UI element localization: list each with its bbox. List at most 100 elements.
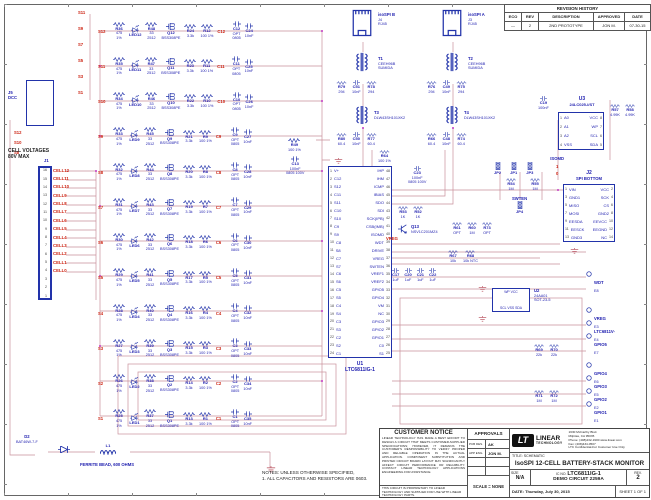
value: OPT bbox=[231, 419, 240, 424]
value: 475 bbox=[115, 384, 123, 388]
pin-number: 8 bbox=[611, 211, 613, 215]
opt-capacitor: C6 OPT 0805 bbox=[231, 233, 239, 253]
title-block-right: LT LINEAR TECHNOLOGY 1630 McCarthy Blvd.… bbox=[510, 429, 649, 497]
s-net-label: S1 bbox=[98, 416, 104, 422]
filter-capacitor: C26 10nF bbox=[245, 94, 254, 109]
package: 2512 bbox=[147, 106, 156, 111]
pin-number: 37 bbox=[386, 256, 390, 261]
u1-pin-row: 19 S4 bbox=[329, 310, 360, 318]
part: BSS308PE bbox=[160, 353, 179, 358]
company-line2: TECHNOLOGY bbox=[536, 441, 563, 446]
refdes: R9 bbox=[202, 133, 208, 139]
c-net-label: C11 bbox=[217, 63, 225, 69]
pin-name: C7 bbox=[336, 255, 342, 261]
pin-number: 35 bbox=[386, 271, 390, 276]
tolerance: 1% bbox=[116, 353, 122, 358]
value: 10nF bbox=[243, 210, 252, 215]
u1-pin-row: 4 C11 bbox=[329, 191, 360, 199]
led: LED8 bbox=[129, 166, 140, 179]
revision-header-cell: DESCRIPTION bbox=[539, 13, 594, 22]
pin-number: 28 bbox=[386, 327, 390, 332]
approvals-title: APPROVALS bbox=[468, 429, 509, 440]
pin-name: C1 bbox=[336, 350, 342, 356]
refdes: R70 bbox=[550, 347, 558, 352]
cell-circuits: S12 R36 475 1% LED12 R48 33 2512 bbox=[98, 14, 330, 436]
j1-pin-number: 13 bbox=[43, 193, 47, 198]
s-net-label: S9 bbox=[98, 134, 104, 140]
jumper: JP1 bbox=[510, 162, 517, 176]
date-label: DATE: bbox=[512, 489, 524, 494]
filter-resistor: R7 100 1% bbox=[199, 200, 212, 214]
c-net-label: C1 bbox=[215, 416, 222, 422]
value: 1M bbox=[532, 186, 538, 191]
discharge-cell-row: S1 R25 475 1% LED1 R37 33 2512 bbox=[98, 402, 330, 436]
value: 33 bbox=[147, 278, 153, 283]
c-net-label: C8 bbox=[215, 169, 222, 175]
frame-ticks-left bbox=[4, 4, 7, 496]
pin-number: 26 bbox=[386, 343, 390, 348]
j1-pin-number: 1 bbox=[45, 293, 47, 298]
refdes: C2 bbox=[232, 378, 238, 384]
t3-choke bbox=[354, 106, 370, 124]
filter-capacitor: C25 10nF bbox=[245, 59, 254, 74]
pin-name: C4 bbox=[336, 303, 342, 309]
discharge-mosfet: Q3 BSS308PE bbox=[160, 339, 179, 357]
refdes: Q5 bbox=[166, 276, 173, 282]
discharge-mosfet: Q8 BSS308PE bbox=[160, 163, 179, 181]
part: BSS308PE bbox=[161, 70, 181, 75]
filter-capacitor: C27 10nF bbox=[243, 129, 252, 144]
value: OPT bbox=[231, 137, 240, 142]
d2-label: D2 BAT46W-7-F bbox=[16, 434, 38, 444]
revision-row-cell: 2 bbox=[522, 22, 539, 30]
s-net-label: S8 bbox=[98, 169, 104, 175]
refdes: R80 bbox=[337, 136, 346, 141]
value: 475 bbox=[115, 66, 123, 71]
u1-pin-row: DRIVE 38 bbox=[360, 246, 391, 254]
value: 475 bbox=[115, 348, 123, 353]
filter-resistor: R12 100 1% bbox=[200, 24, 213, 38]
u1-pin-row: SDI 43 bbox=[360, 207, 391, 215]
j2-label: J2 SPI BOTTOM bbox=[565, 170, 613, 182]
refdes: LED6 bbox=[129, 243, 140, 249]
refdes: C31 bbox=[244, 275, 252, 281]
value: 33 bbox=[147, 384, 153, 388]
pin-number: 38 bbox=[386, 248, 390, 253]
c19-capacitor: C19 100nF bbox=[538, 96, 549, 110]
power-resistor: R40 33 2512 bbox=[144, 304, 156, 323]
filter-capacitor: C30 10nF bbox=[243, 235, 252, 250]
refdes: R71 bbox=[535, 393, 543, 398]
package: 2512 bbox=[145, 318, 155, 323]
tolerance: 1% bbox=[116, 247, 122, 252]
opt-capacitor: C9 OPT 0805 bbox=[231, 127, 239, 147]
testpoint-net: LTC6811V- bbox=[594, 329, 615, 334]
refdes: Q4 bbox=[166, 311, 173, 317]
package: 0805 bbox=[230, 389, 240, 394]
testpoint-net: GPIO5 bbox=[594, 342, 607, 347]
value: 3.3k bbox=[186, 68, 194, 73]
led-resistor: R36 475 1% bbox=[113, 22, 125, 41]
pin-name: C11 bbox=[334, 192, 342, 198]
pin-name: SCL bbox=[590, 133, 598, 138]
revision-header-cell: APPROVED bbox=[594, 13, 625, 22]
testpoint-net: GPIO3 bbox=[594, 384, 607, 389]
pin-number: 11 bbox=[565, 227, 569, 231]
pin-name: CSB(IMB) bbox=[366, 223, 384, 229]
tolerance: 1% bbox=[116, 423, 122, 428]
value: 100 1% bbox=[378, 158, 391, 163]
isospi-a-labels: isoSPI A J3 RJ45 bbox=[468, 12, 485, 27]
refdes: R1 bbox=[202, 415, 208, 421]
tolerance: 1% bbox=[116, 318, 122, 323]
gate-resistor: R22 3.3k bbox=[184, 94, 196, 108]
filter-resistor: R11 100 1% bbox=[200, 59, 213, 73]
pin-number: 8 bbox=[600, 115, 602, 120]
